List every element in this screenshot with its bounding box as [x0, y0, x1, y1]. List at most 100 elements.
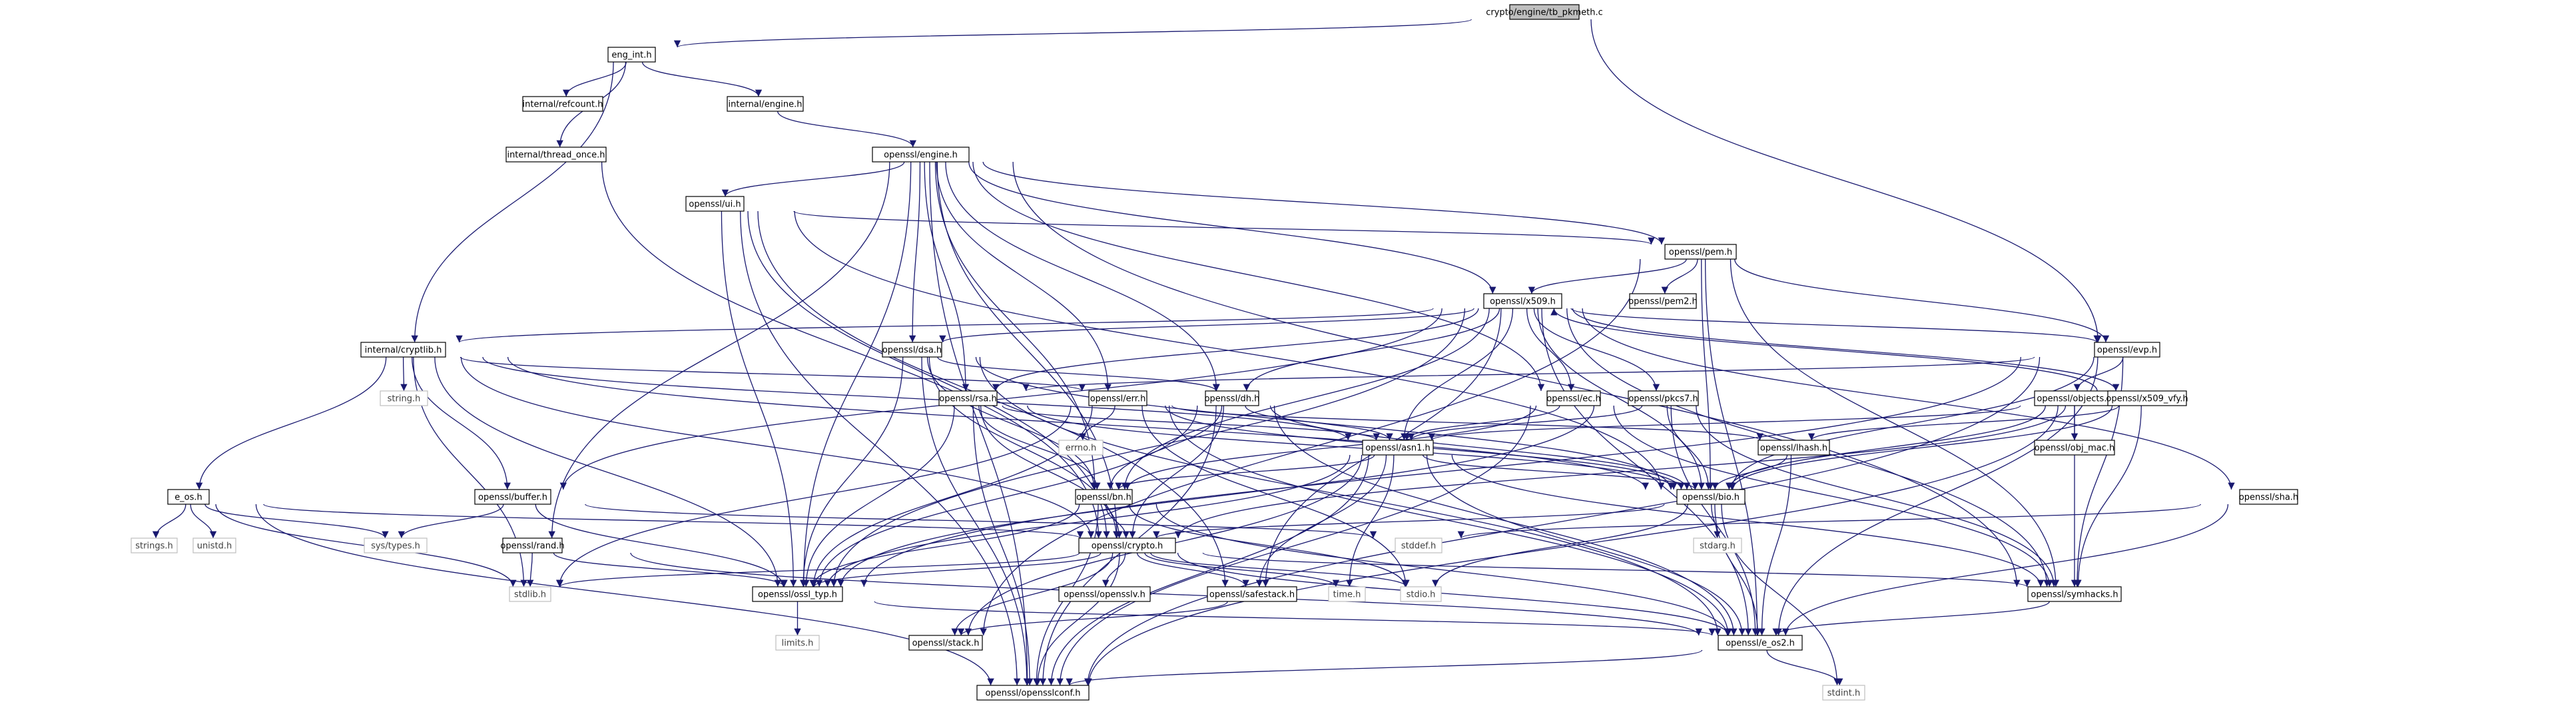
node-bio[interactable]: openssl/bio.h	[1676, 489, 1746, 505]
node-rsa-box	[938, 390, 998, 406]
node-asn1[interactable]: openssl/asn1.h	[1362, 440, 1434, 456]
edge-ossl_typ-to-e_os2	[874, 601, 1716, 636]
edge-root-to-eng_int	[674, 19, 1472, 48]
node-dsa[interactable]: openssl/dsa.h	[882, 342, 942, 358]
node-bn[interactable]: openssl/bn.h	[1075, 489, 1133, 505]
graph-edges	[152, 19, 2235, 686]
edge-dsa-to-crypto	[928, 356, 1120, 539]
node-root-box	[1509, 4, 1580, 20]
node-cryptlib[interactable]: internal/cryptlib.h	[360, 342, 446, 358]
node-opensslv[interactable]: openssl/opensslv.h	[1058, 586, 1151, 602]
edge-engine-to-ui	[721, 161, 905, 197]
node-crypto[interactable]: openssl/crypto.h	[1078, 537, 1176, 553]
node-stack[interactable]: openssl/stack.h	[908, 635, 983, 651]
node-ossl_typ-box	[752, 586, 843, 602]
node-eng_int[interactable]: eng_int.h	[607, 47, 656, 63]
node-objects[interactable]: openssl/objects.h	[2034, 390, 2115, 406]
node-e_os2[interactable]: openssl/e_os2.h	[1718, 635, 1803, 651]
node-errno-box	[1058, 440, 1104, 456]
node-root[interactable]: crypto/engine/tb_pkmeth.c	[1486, 4, 1603, 20]
node-stddef-box	[1395, 537, 1443, 553]
node-symhacks[interactable]: openssl/symhacks.h	[2027, 586, 2122, 602]
edge-cryptlib-to-buffer	[412, 356, 511, 490]
node-pkcs7[interactable]: openssl/pkcs7.h	[1628, 390, 1699, 406]
edge-x509-to-dsa	[939, 308, 1474, 343]
node-opensslconf[interactable]: openssl/opensslconf.h	[976, 685, 1090, 701]
edge-x509_vfy-to-opensslconf	[1085, 405, 2059, 686]
node-ossl_typ[interactable]: openssl/ossl_typ.h	[752, 586, 843, 602]
node-thread_once[interactable]: internal/thread_once.h	[505, 147, 607, 163]
edge-engine-to-err	[936, 161, 1112, 392]
node-x509[interactable]: openssl/x509.h	[1483, 293, 1562, 309]
edge-dsa-to-bn	[926, 356, 1098, 490]
node-e_os[interactable]: e_os.h	[167, 489, 210, 505]
edge-x509-to-dh	[1243, 308, 1500, 392]
node-dh[interactable]: openssl/dh.h	[1205, 390, 1260, 406]
node-dh-box	[1205, 390, 1259, 406]
node-rand-label: openssl/rand.h	[500, 541, 564, 551]
node-evp[interactable]: openssl/evp.h	[2094, 342, 2160, 358]
node-pem[interactable]: openssl/pem.h	[1664, 244, 1737, 260]
edge-bio-to-e_os2	[1714, 504, 1762, 636]
edge-cryptlib-to-err	[460, 356, 1086, 392]
node-time-box	[1328, 586, 1366, 602]
edge-pem-to-symhacks	[1730, 258, 2060, 587]
node-crypto-box	[1078, 537, 1176, 553]
node-dsa-label: openssl/dsa.h	[882, 346, 942, 356]
edge-buffer-to-systypes	[398, 504, 504, 539]
node-rsa[interactable]: openssl/rsa.h	[938, 390, 998, 406]
edge-cryptlib-to-e_os	[195, 356, 387, 490]
edge-dh-to-bn	[1106, 405, 1223, 490]
node-refcount[interactable]: internal/refcount.h	[522, 96, 603, 112]
node-lhash[interactable]: openssl/lhash.h	[1758, 440, 1830, 456]
edge-evp-to-ossl_typ	[860, 356, 2021, 587]
node-stdarg-label: stdarg.h	[1700, 541, 1736, 551]
edge-crypto-to-time	[1144, 552, 1340, 587]
edge-err-to-stdlib	[555, 405, 1072, 587]
node-thread_once-box	[505, 147, 607, 163]
node-ec[interactable]: openssl/ec.h	[1546, 390, 1601, 406]
node-limits-box	[775, 635, 820, 651]
edge-evp-to-e_os2	[1775, 356, 2098, 636]
edge-pem-to-e_os2	[1705, 258, 1761, 636]
node-safestack[interactable]: openssl/safestack.h	[1207, 586, 1297, 602]
edge-ec-to-opensslconf	[1056, 405, 1531, 686]
node-int_engine[interactable]: internal/engine.h	[727, 96, 804, 112]
node-engine[interactable]: openssl/engine.h	[872, 147, 970, 163]
node-err[interactable]: openssl/err.h	[1088, 390, 1147, 406]
node-obj_mac[interactable]: openssl/obj_mac.h	[2034, 440, 2115, 456]
edge-e_os2-to-opensslconf	[1066, 649, 1703, 686]
node-string-label: string.h	[388, 394, 421, 404]
edge-x509-to-sha	[1582, 308, 2235, 490]
edge-dh-to-asn1	[1245, 405, 1393, 441]
edge-dh-to-bio	[1269, 405, 1691, 490]
edge-pem-to-x509	[1528, 258, 1687, 294]
node-opensslv-box	[1058, 586, 1151, 602]
node-stdint: stdint.h	[1822, 685, 1865, 701]
node-e_os2-box	[1718, 635, 1803, 651]
edge-evp-to-opensslconf	[1084, 356, 2041, 686]
edge-eng_int-to-int_engine	[641, 61, 763, 97]
node-engine-box	[872, 147, 970, 163]
edge-ec-to-asn1	[1403, 405, 1560, 441]
node-stdlib-label: stdlib.h	[514, 590, 546, 600]
node-pem2-label: openssl/pem2.h	[1628, 297, 1698, 307]
node-unistd-label: unistd.h	[197, 541, 232, 551]
node-time: time.h	[1328, 586, 1366, 602]
node-sha[interactable]: openssl/sha.h	[2239, 489, 2298, 505]
node-stddef: stddef.h	[1395, 537, 1443, 553]
edge-x509-to-buffer	[559, 308, 1443, 490]
edge-buffer-to-ossl_typ	[535, 504, 787, 587]
node-pem2[interactable]: openssl/pem2.h	[1628, 293, 1698, 309]
node-x509_vfy[interactable]: openssl/x509_vfy.h	[2106, 390, 2188, 406]
node-ui[interactable]: openssl/ui.h	[685, 196, 745, 212]
node-bn-label: openssl/bn.h	[1076, 493, 1131, 503]
node-sha-label: openssl/sha.h	[2239, 493, 2298, 503]
node-cryptlib-box	[360, 342, 446, 358]
node-buffer[interactable]: openssl/buffer.h	[474, 489, 551, 505]
node-string-box	[380, 390, 428, 406]
node-rand[interactable]: openssl/rand.h	[500, 537, 565, 553]
node-unistd-box	[192, 537, 236, 553]
node-int_engine-box	[727, 96, 804, 112]
node-err-box	[1088, 390, 1147, 406]
